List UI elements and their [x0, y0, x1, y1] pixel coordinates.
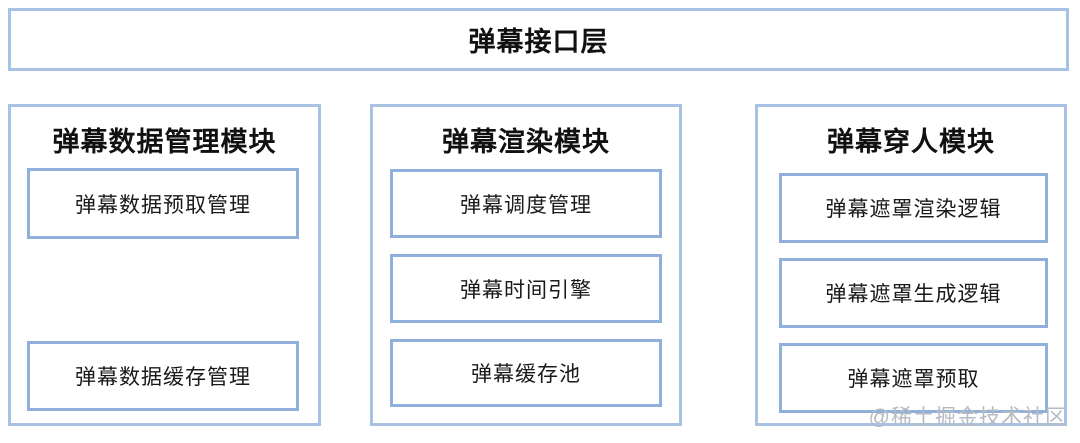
module-person-passthrough-title: 弹幕穿人模块 [827, 127, 995, 157]
box-mask-prefetch: 弹幕遮罩预取 [779, 343, 1048, 413]
box-label: 弹幕遮罩渲染逻辑 [825, 198, 1002, 221]
box-label: 弹幕时间引擎 [460, 278, 592, 302]
juejin-watermark: @稀土掘金技术社区 [868, 406, 1067, 429]
box-label: 弹幕调度管理 [460, 193, 592, 217]
module-data-management: 弹幕数据管理模块 弹幕数据预取管理 弹幕数据缓存管理 [8, 104, 321, 426]
box-data-cache-management: 弹幕数据缓存管理 [27, 341, 299, 411]
box-cache-pool: 弹幕缓存池 [390, 339, 662, 407]
module-rendering-title: 弹幕渲染模块 [442, 127, 610, 157]
box-data-prefetch-management: 弹幕数据预取管理 [27, 168, 299, 239]
box-label: 弹幕遮罩生成逻辑 [825, 283, 1002, 306]
box-mask-render-logic: 弹幕遮罩渲染逻辑 [779, 173, 1048, 243]
box-label: 弹幕数据预取管理 [75, 193, 251, 217]
box-label: 弹幕遮罩预取 [847, 368, 980, 391]
box-mask-generate-logic: 弹幕遮罩生成逻辑 [779, 258, 1048, 328]
module-data-management-title: 弹幕数据管理模块 [52, 127, 277, 157]
box-label: 弹幕数据缓存管理 [75, 366, 251, 389]
interface-layer-title: 弹幕接口层 [468, 27, 609, 57]
interface-layer-box: 弹幕接口层 [8, 8, 1069, 71]
module-person-passthrough: 弹幕穿人模块 弹幕遮罩渲染逻辑 弹幕遮罩生成逻辑 弹幕遮罩预取 [755, 104, 1067, 426]
module-rendering: 弹幕渲染模块 弹幕调度管理 弹幕时间引擎 弹幕缓存池 [370, 104, 682, 426]
box-time-engine: 弹幕时间引擎 [390, 254, 662, 323]
box-label: 弹幕缓存池 [471, 363, 581, 386]
box-scheduling-management: 弹幕调度管理 [390, 169, 662, 238]
